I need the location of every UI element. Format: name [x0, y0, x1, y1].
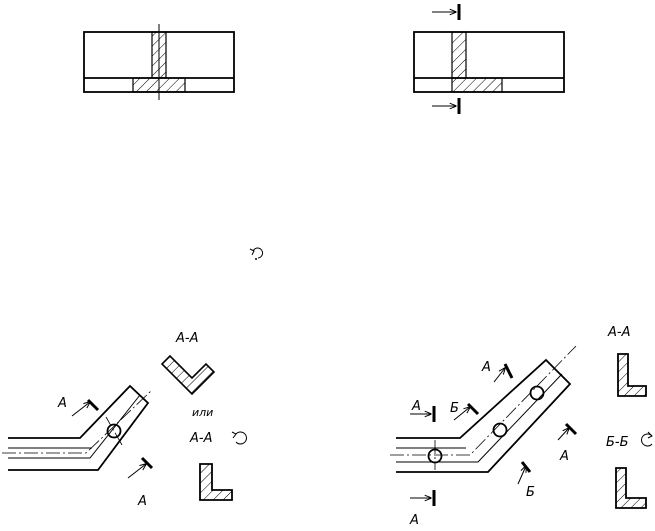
- right-a-left-label: А: [411, 399, 421, 414]
- rotate-marker-icon: [249, 247, 264, 260]
- right-section-aa-shape: [617, 353, 647, 397]
- bent-a-top-label: А: [57, 396, 67, 411]
- right-a-top-label: А: [481, 360, 491, 375]
- right-a-bottom-label: А: [409, 513, 419, 528]
- bent-a-bottom-label: А: [137, 494, 147, 509]
- section-aa-top-label: А-А: [175, 331, 198, 346]
- section-aa-rotated-shape: [160, 354, 216, 396]
- right-section-aa-label: А-А: [607, 325, 630, 340]
- right-b-bottom-label: Б: [526, 485, 535, 500]
- rotation-arrow-icon: [641, 431, 653, 447]
- bent-bar-right: [390, 345, 578, 506]
- top-right-view: [413, 4, 565, 114]
- or-word: или: [192, 406, 213, 419]
- rotation-arrow-icon: [231, 431, 247, 445]
- right-section-bb-label: Б-Б: [606, 435, 629, 450]
- top-left-view: [83, 24, 235, 100]
- bent-bar-left: [2, 384, 154, 479]
- right-b-mid-label: Б: [450, 401, 459, 416]
- right-section-bb-shape: [615, 467, 647, 509]
- right-a-right-label: А: [559, 449, 569, 464]
- section-aa-rotated-label: А-А: [189, 431, 212, 446]
- section-aa-l-shape: [199, 463, 233, 501]
